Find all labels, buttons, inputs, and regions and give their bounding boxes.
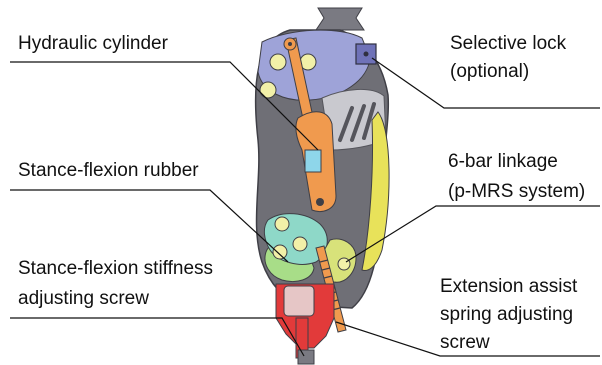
linkage-bolt-1 — [275, 217, 289, 231]
label-stiffness-screw-line1: Stance-flexion stiffness — [18, 255, 213, 283]
label-extension-assist-line1: Extension assist — [440, 273, 577, 301]
label-selective-lock: Selective lock — [450, 30, 566, 58]
label-p-mrs-system: (p-MRS system) — [448, 178, 585, 206]
label-extension-assist-line2: spring adjusting — [440, 301, 573, 329]
stiffness-screw-pad — [284, 286, 314, 316]
label-selective-lock-optional: (optional) — [450, 58, 529, 86]
lock-dot — [364, 52, 369, 57]
cylinder-pin — [316, 198, 324, 206]
bolt-top-left — [270, 54, 286, 70]
bottom-adapter — [298, 350, 314, 364]
bolt-top-low — [260, 82, 276, 98]
top-adapter — [316, 8, 364, 30]
leader-stiffness-screw — [10, 318, 304, 356]
label-hydraulic-cylinder: Hydraulic cylinder — [18, 30, 168, 58]
label-six-bar-linkage: 6-bar linkage — [448, 148, 558, 176]
linkage-bolt-3 — [273, 245, 287, 259]
label-stance-flexion-rubber: Stance-flexion rubber — [18, 157, 199, 185]
link-bolt — [338, 258, 350, 270]
linkage-bolt-2 — [293, 237, 307, 251]
rod-eye-pin — [288, 42, 292, 46]
label-extension-assist-line3: screw — [440, 329, 490, 357]
label-stiffness-screw-line2: adjusting screw — [18, 285, 149, 313]
cylinder-window — [305, 150, 321, 172]
leader-stance-flexion-rubber — [10, 190, 288, 262]
